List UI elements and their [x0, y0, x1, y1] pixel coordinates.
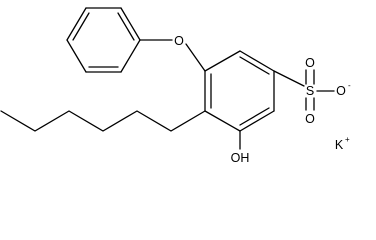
central-ring-bond [204, 110, 241, 132]
c-s-bond [273, 70, 305, 87]
phenoxy-ring-double-bond [72, 12, 90, 41]
ether-oxygen-label: O [174, 34, 184, 48]
counterion-charge-label: + [345, 135, 350, 144]
ether-bond-right [185, 43, 206, 72]
phenoxy-ring [66, 7, 141, 73]
central-ring [204, 50, 275, 132]
central-ring-double-bond [239, 107, 270, 126]
sulfonate-oxygen-anion-label: O [336, 84, 346, 98]
phenoxy-ring-double-bond [117, 12, 135, 41]
hydroxyl-label: OH [231, 151, 250, 165]
phenoxy-ring-bond [120, 39, 141, 73]
phenoxy-ring-bond [66, 39, 87, 73]
counterion-label: K [335, 138, 344, 152]
phenoxy-ring-bond [120, 7, 141, 41]
central-ring-bond [204, 50, 241, 72]
chemical-structure-diagram: O S O O O - OH K + [0, 7, 351, 165]
phenoxy-ring-bond [66, 7, 87, 41]
sulfonate-oxygen-top-label: O [305, 56, 315, 70]
sulfonate-charge-label: - [348, 81, 351, 90]
central-ring-bond [239, 50, 275, 72]
central-ring-bond [239, 110, 275, 132]
sulfonate-sulfur-label: S [306, 84, 314, 98]
central-ring-double-bond [239, 56, 270, 75]
heptyl-chain [0, 110, 206, 132]
sulfonate-oxygen-bottom-label: O [305, 112, 315, 126]
